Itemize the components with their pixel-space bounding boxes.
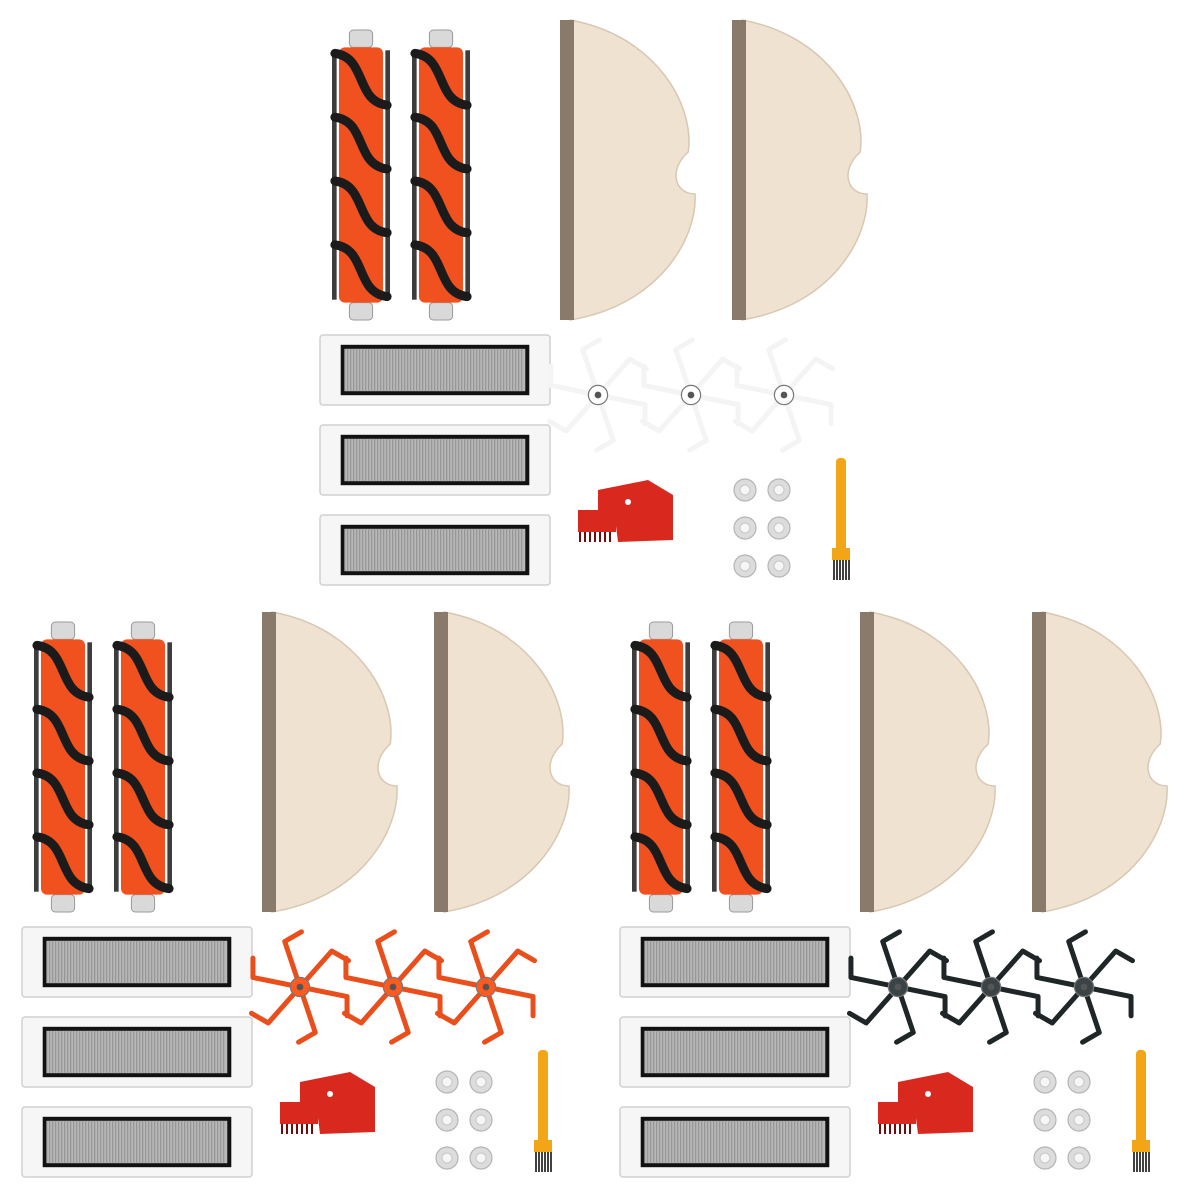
screw	[469, 1146, 493, 1170]
side-brush	[639, 337, 743, 453]
screw	[767, 554, 791, 578]
screw	[469, 1070, 493, 1094]
mop-pad	[434, 611, 570, 913]
filter	[619, 1016, 851, 1088]
main-brush	[710, 621, 772, 913]
screw	[733, 478, 757, 502]
parts-kit	[619, 611, 1168, 1178]
mop-pad	[262, 611, 398, 913]
screw	[733, 516, 757, 540]
mop-pad	[1032, 611, 1168, 913]
mop-pad	[860, 611, 996, 913]
side-brush	[846, 929, 950, 1045]
cleaning-tool	[280, 1072, 375, 1134]
screw	[1033, 1108, 1057, 1132]
main-brush	[410, 29, 472, 321]
parts-kits	[21, 19, 1168, 1178]
cleaning-tool	[578, 480, 673, 542]
side-brush	[1032, 929, 1136, 1045]
filter	[619, 926, 851, 998]
parts-kit	[319, 19, 868, 586]
side-brush	[546, 337, 650, 453]
screw	[733, 554, 757, 578]
screw	[435, 1108, 459, 1132]
filter	[319, 424, 551, 496]
main-brush	[32, 621, 94, 913]
main-brush	[630, 621, 692, 913]
screw	[1067, 1108, 1091, 1132]
screw	[435, 1146, 459, 1170]
screw	[767, 516, 791, 540]
screw	[435, 1070, 459, 1094]
filter	[21, 926, 253, 998]
screw	[1033, 1146, 1057, 1170]
cleaning-tool	[878, 1072, 973, 1134]
screw	[767, 478, 791, 502]
brush-tool	[832, 458, 850, 580]
side-brush	[732, 337, 836, 453]
main-brush	[112, 621, 174, 913]
filter	[21, 1106, 253, 1178]
brush-tool	[534, 1050, 552, 1172]
filter	[619, 1106, 851, 1178]
filter	[319, 334, 551, 406]
brush-tool	[1132, 1050, 1150, 1172]
main-brush	[330, 29, 392, 321]
mop-pad	[732, 19, 868, 321]
screw	[1067, 1070, 1091, 1094]
side-brush	[434, 929, 538, 1045]
filter	[21, 1016, 253, 1088]
screw	[1067, 1146, 1091, 1170]
mop-pad	[560, 19, 696, 321]
side-brush	[341, 929, 445, 1045]
side-brush	[939, 929, 1043, 1045]
screw	[469, 1108, 493, 1132]
side-brush	[248, 929, 352, 1045]
filter	[319, 514, 551, 586]
screw	[1033, 1070, 1057, 1094]
parts-kit	[21, 611, 570, 1178]
